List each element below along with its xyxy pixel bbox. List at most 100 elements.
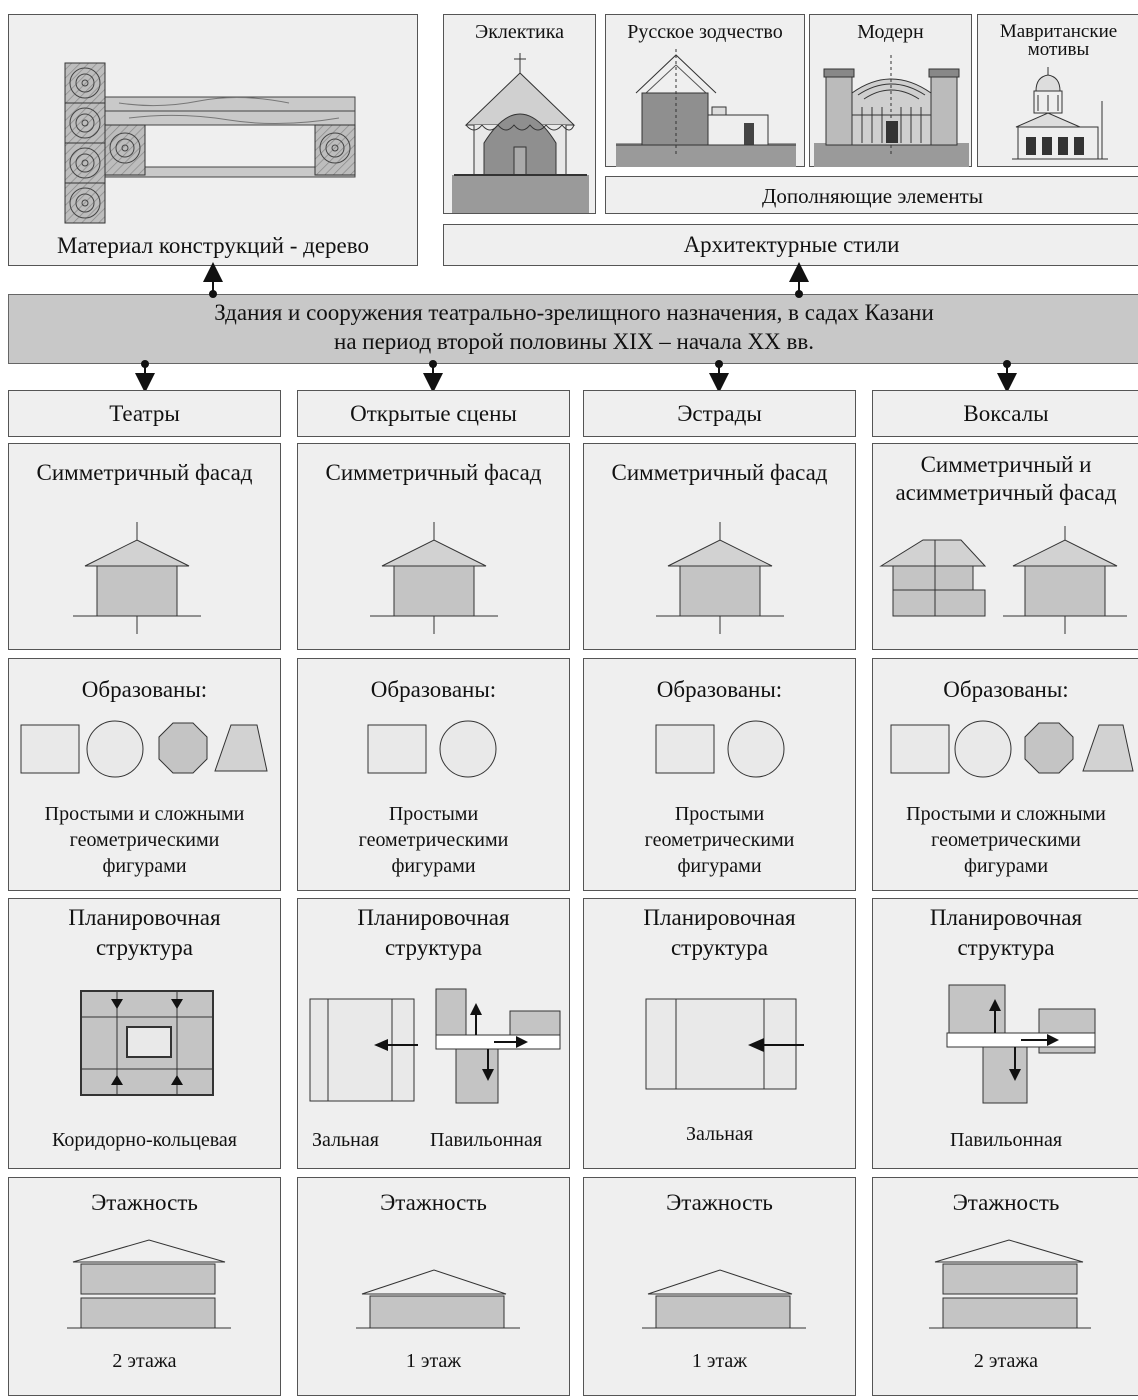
- facade-panel: Симметричный фасад: [8, 443, 281, 650]
- formed-label: Образованы:: [656, 677, 783, 702]
- trapezoid-shape: [214, 724, 268, 772]
- geometric-shapes: [20, 720, 268, 778]
- floors-panel: Этажность 1 этаж: [297, 1177, 570, 1396]
- planning-panel: Планировочная структура Зальная Павильон…: [297, 898, 570, 1169]
- floors-title: Этажность: [952, 1190, 1060, 1215]
- main-header-band: Здания и сооружения театрально-зрелищног…: [8, 294, 1138, 364]
- formed-label: Образованы:: [943, 677, 1069, 702]
- hall-and-pavilion-plan-icons: [309, 988, 561, 1104]
- floors-value: 2 этажа: [112, 1350, 177, 1372]
- facade-panel: Симметричный фасад: [297, 443, 570, 650]
- planning-panel: Планировочная структура Коридорно-кольце…: [8, 898, 281, 1169]
- column-title: Воксалы: [963, 401, 1049, 426]
- architectural-styles-box: Архитектурные стили: [443, 224, 1138, 266]
- facade-label: Симметричный фасад: [611, 460, 828, 485]
- planning-label: Планировочная: [643, 905, 796, 930]
- two-storey-icon: [929, 1239, 1091, 1329]
- symmetric-facade-icon: [73, 522, 201, 634]
- plan-type-label: Зальная: [312, 1129, 379, 1151]
- column-title: Открытые сцены: [350, 401, 517, 426]
- planning-label: Планировочная: [357, 905, 510, 930]
- circle-shape: [954, 720, 1012, 778]
- style-label: Модерн: [857, 21, 924, 43]
- floors-panel: Этажность 2 этажа: [8, 1177, 281, 1396]
- formed-panel: Образованы: Простыми и сложными геометри…: [872, 658, 1138, 891]
- figures-line: геометрическими: [644, 829, 795, 851]
- square-shape: [20, 724, 80, 774]
- circle-shape: [86, 720, 144, 778]
- style-panel-russian: Русское зодчество: [605, 14, 805, 167]
- planning-label: Планировочная: [68, 905, 221, 930]
- floors-title: Этажность: [380, 1190, 487, 1215]
- architectural-styles-label: Архитектурные стили: [683, 232, 900, 257]
- column-title-box: Театры: [8, 390, 281, 437]
- facade-label: асимметричный фасад: [895, 480, 1117, 505]
- octagon-shape: [1024, 722, 1074, 774]
- log-wall-icon: [64, 62, 356, 224]
- formed-label: Образованы:: [370, 677, 497, 702]
- symmetric-facade-icon: [370, 522, 498, 634]
- planning-label: структура: [384, 935, 483, 960]
- style-panel-moorish: Мавританские мотивы: [977, 14, 1138, 167]
- planning-panel: Планировочная структура Павильонная: [872, 898, 1138, 1169]
- figures-line: фигурами: [391, 855, 476, 877]
- formed-panel: Образованы: Простыми геометрическими фиг…: [583, 658, 856, 891]
- octagon-shape: [158, 722, 208, 774]
- floors-value: 1 этаж: [405, 1350, 462, 1372]
- pavilion-plan-icon: [946, 984, 1096, 1104]
- column-title-box: Открытые сцены: [297, 390, 570, 437]
- material-label: Материал конструкций - дерево: [57, 233, 369, 258]
- trapezoid-shape: [1082, 724, 1134, 772]
- square-shape: [655, 724, 715, 774]
- connector-arrows: [135, 262, 1017, 393]
- figures-line: Простыми: [388, 803, 479, 825]
- formed-panel: Образованы: Простыми и сложными геометри…: [8, 658, 281, 891]
- column-title-box: Воксалы: [872, 390, 1138, 437]
- column-title-box: Эстрады: [583, 390, 856, 437]
- style-label: Мавританские мотивы: [999, 21, 1118, 61]
- figures-line: геометрическими: [358, 829, 509, 851]
- style-label: Русское зодчество: [627, 21, 783, 43]
- figures-line: фигурами: [963, 855, 1049, 877]
- floors-value: 1 этаж: [691, 1350, 748, 1372]
- style-panel-modern: Модерн: [809, 14, 972, 167]
- planning-label: структура: [670, 935, 769, 960]
- plan-type-label: Коридорно-кольцевая: [52, 1129, 237, 1151]
- two-storey-icon: [67, 1239, 231, 1329]
- facade-label: Симметричный и: [920, 452, 1092, 477]
- circle-shape: [439, 720, 497, 778]
- geometric-shapes: [655, 720, 785, 778]
- moorish-building-icon: [1012, 67, 1108, 160]
- one-storey-icon: [356, 1269, 520, 1329]
- planning-label: структура: [95, 935, 194, 960]
- facade-label: Симметричный фасад: [36, 460, 253, 485]
- modern-building-icon: [814, 55, 969, 167]
- planning-label: структура: [957, 935, 1055, 960]
- geometric-shapes: [890, 720, 1134, 778]
- material-panel: Материал конструкций - дерево: [8, 14, 418, 266]
- symmetric-facade-icon: [656, 522, 784, 634]
- square-shape: [367, 724, 427, 774]
- floors-panel: Этажность 2 этажа: [872, 1177, 1138, 1396]
- hall-plan-icon: [645, 998, 804, 1090]
- asymmetric-and-symmetric-facade-icons: [879, 526, 1127, 634]
- russian-building-icon: [616, 49, 796, 167]
- floors-title: Этажность: [666, 1190, 773, 1215]
- geometric-shapes: [367, 720, 497, 778]
- supplementary-label: Дополняющие элементы: [762, 184, 983, 208]
- figures-line: Простыми: [674, 803, 765, 825]
- floors-panel: Этажность 1 этаж: [583, 1177, 856, 1396]
- header-line-1: Здания и сооружения театрально-зрелищног…: [214, 300, 934, 325]
- plan-type-label: Павильонная: [430, 1129, 543, 1151]
- facade-panel: Симметричный и асимметричный фасад: [872, 443, 1138, 650]
- planning-panel: Планировочная структура Зальная: [583, 898, 856, 1169]
- figures-line: Простыми и сложными: [44, 803, 245, 825]
- facade-label: Симметричный фасад: [325, 460, 542, 485]
- one-storey-icon: [642, 1269, 806, 1329]
- figures-line: геометрическими: [69, 829, 220, 851]
- floors-title: Этажность: [91, 1190, 198, 1215]
- plan-type-label: Павильонная: [949, 1129, 1063, 1151]
- column-title: Театры: [109, 401, 180, 426]
- figures-line: Простыми и сложными: [906, 803, 1106, 825]
- figures-line: фигурами: [102, 855, 187, 877]
